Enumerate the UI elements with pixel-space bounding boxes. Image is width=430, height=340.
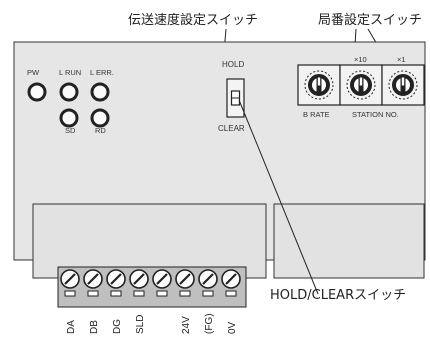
terminal-screw	[175, 269, 195, 297]
led-lrun	[59, 82, 79, 102]
hold-clear-callout: HOLD/CLEARスイッチ	[270, 288, 406, 303]
led-pw	[27, 82, 47, 102]
right-lower-section	[273, 203, 425, 279]
led-sd-label: SD	[65, 126, 76, 135]
station-no-label: STATION NO.	[352, 110, 399, 119]
led-rd-label: RD	[95, 126, 106, 135]
rotary-x10-label: ×10	[354, 55, 367, 64]
terminal-screw	[129, 269, 149, 297]
terminal-screw	[152, 269, 172, 297]
terminal-screw	[60, 269, 80, 297]
led-lerr	[90, 82, 110, 102]
terminal-screws	[60, 269, 241, 297]
led-rd	[90, 108, 110, 128]
rotary-baud-switch	[297, 64, 341, 106]
clear-label: CLEAR	[218, 124, 245, 133]
terminal-label-sld: SLD	[135, 315, 146, 334]
terminal-label-da: DA	[66, 320, 77, 334]
led-pw-label: PW	[27, 68, 40, 77]
terminal-label-0v: 0V	[227, 321, 238, 334]
terminal-screw	[106, 269, 126, 297]
rotary-station-x1-switch	[381, 64, 425, 106]
terminal-screw	[221, 269, 241, 297]
terminal-label-24v: 24V	[181, 316, 192, 334]
hold-label: HOLD	[222, 60, 244, 69]
terminal-label-db: DB	[89, 320, 100, 334]
terminal-label-fg: (FG)	[204, 313, 215, 334]
terminal-label-dg: DG	[112, 319, 123, 334]
terminal-screw	[198, 269, 218, 297]
led-lrun-label: L RUN	[59, 68, 81, 77]
terminal-screw	[83, 269, 103, 297]
led-lerr-label: L ERR.	[90, 68, 114, 77]
rotary-station-x10-switch	[339, 64, 383, 106]
rotary-x1-label: ×1	[397, 55, 406, 64]
baud-switch-callout: 伝送速度設定スイッチ	[128, 12, 258, 28]
led-sd	[59, 108, 79, 128]
station-switch-callout: 局番設定スイッチ	[318, 12, 422, 28]
hold-clear-leader-line	[238, 99, 319, 295]
b-rate-label: B RATE	[303, 110, 330, 119]
